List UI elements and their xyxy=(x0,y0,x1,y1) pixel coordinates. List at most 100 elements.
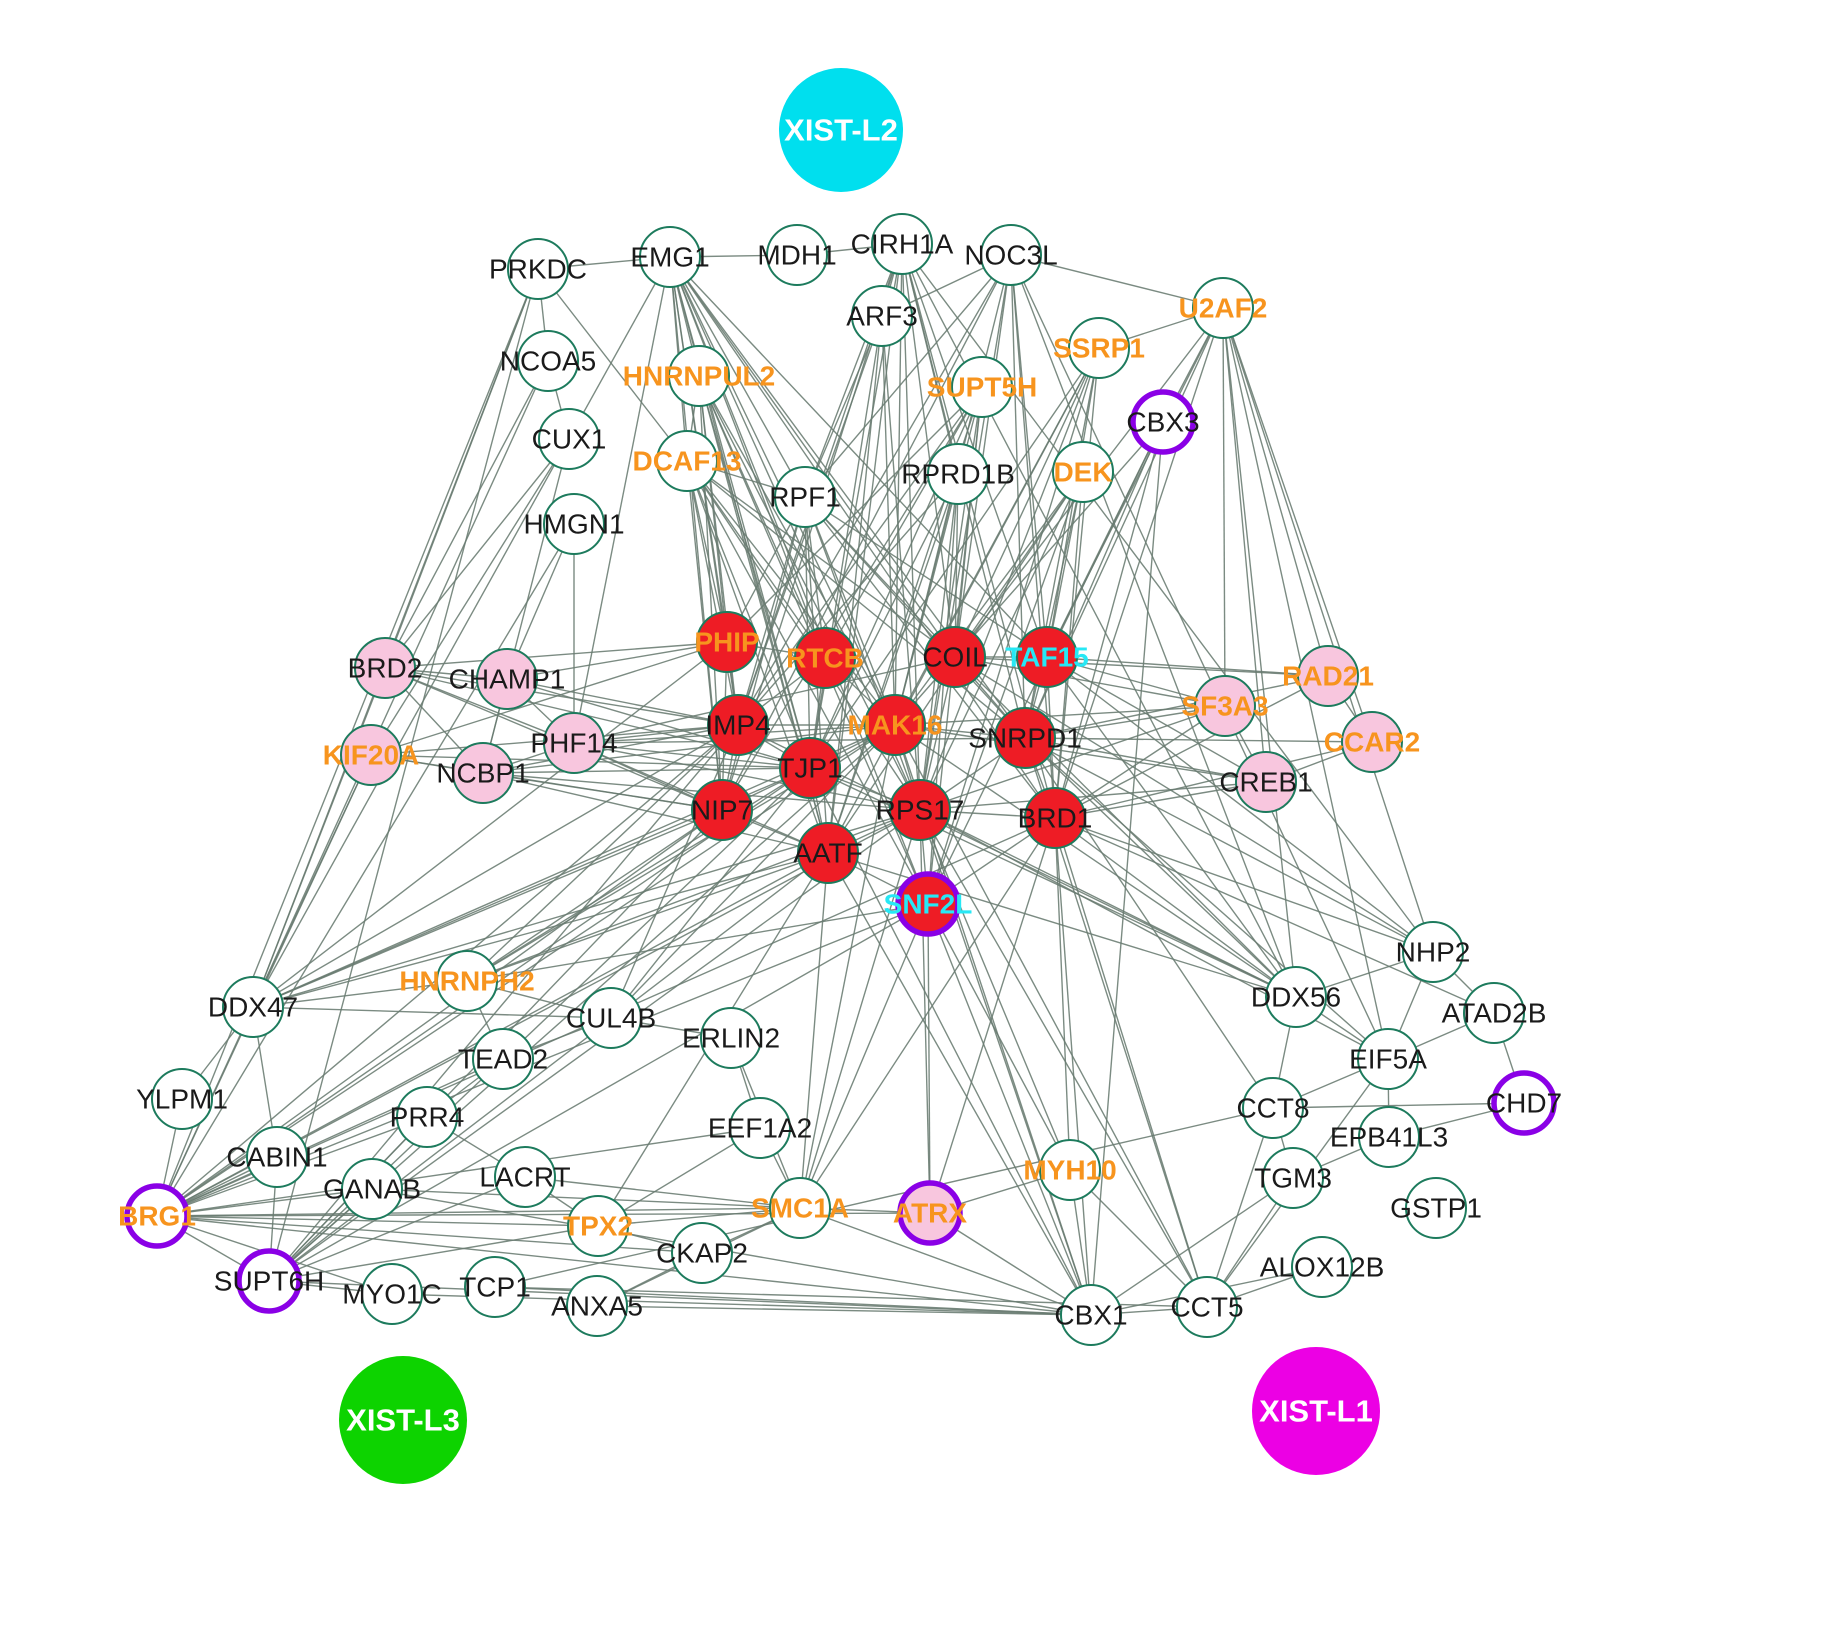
node-label-DDX47: DDX47 xyxy=(208,992,298,1023)
node-ARF3 xyxy=(851,285,913,347)
edge-HNRNPH2-TJP1 xyxy=(466,767,811,982)
edge-DEK-MAK16 xyxy=(894,471,1084,726)
node-label-EPB41L3: EPB41L3 xyxy=(1330,1122,1448,1153)
edge-ATRX-BRD1 xyxy=(929,817,1056,1214)
node-SUPT6H xyxy=(236,1248,302,1314)
node-label-EMG1: EMG1 xyxy=(630,242,709,273)
edge-CBX1-BRD1 xyxy=(1054,817,1092,1316)
edge-CBX3-CBX1 xyxy=(1090,421,1164,1316)
node-RAD21 xyxy=(1297,645,1359,707)
edge-CHAMP1-IMP4 xyxy=(506,678,739,726)
edge-CCAR2-SNRPD1 xyxy=(1024,737,1373,743)
edge-DEK-TAF15 xyxy=(1046,471,1084,658)
edge-KIF20A-PHIP xyxy=(370,641,728,756)
node-RPF1 xyxy=(774,466,836,528)
node-DDX47 xyxy=(222,976,284,1038)
edge-DDX56-AATF xyxy=(827,852,1297,998)
node-CIRH1A xyxy=(871,213,933,275)
node-label-ATRX: ATRX xyxy=(893,1198,967,1229)
node-label-DCAF13: DCAF13 xyxy=(633,446,742,477)
edge-CCT5-BRD1 xyxy=(1054,817,1208,1308)
edge-NCBP1-AATF xyxy=(482,772,829,854)
node-label-TCP1: TCP1 xyxy=(459,1272,531,1303)
edge-TPX2-BRG1 xyxy=(156,1215,599,1227)
node-label-CBX3: CBX3 xyxy=(1126,407,1199,438)
edge-EMG1-COIL xyxy=(669,256,956,658)
edge-EMG1-RPF1 xyxy=(669,256,806,498)
node-DDX56 xyxy=(1265,966,1327,1028)
node-label-BRG1: BRG1 xyxy=(118,1201,196,1232)
edge-DDX47-IMP4 xyxy=(252,724,739,1008)
node-label-CBX1: CBX1 xyxy=(1054,1300,1127,1331)
edge-U2AF2-NHP2 xyxy=(1222,307,1434,953)
node-label-PHF14: PHF14 xyxy=(530,728,617,759)
node-label-SMC1A: SMC1A xyxy=(751,1193,849,1224)
node-label-CKAP2: CKAP2 xyxy=(656,1238,748,1269)
edge-SF3A3-RPS17 xyxy=(919,705,1226,811)
node-label-SUPT5H: SUPT5H xyxy=(927,372,1037,403)
node-CKAP2 xyxy=(671,1222,733,1284)
node-label-HNRNPUL2: HNRNPUL2 xyxy=(623,361,775,392)
edge-HNRNPH2-SNF2L xyxy=(466,903,929,982)
node-PRR4 xyxy=(396,1086,458,1148)
edge-SMC1A-RPS17 xyxy=(799,809,921,1209)
node-CABIN1 xyxy=(246,1126,308,1188)
edge-NCBP1-MAK16 xyxy=(482,724,896,774)
edge-SMC1A-BRD1 xyxy=(799,817,1056,1209)
edge-CCT5-CCT8 xyxy=(1206,1107,1274,1308)
edge-EIF5A-SNRPD1 xyxy=(1024,737,1389,1060)
edge-DDX56-MAK16 xyxy=(894,724,1297,998)
node-ANXA5 xyxy=(566,1275,628,1337)
node-RPS17 xyxy=(889,779,951,841)
edge-DCAF13-MAK16 xyxy=(686,460,896,726)
node-label-TEAD2: TEAD2 xyxy=(458,1044,548,1075)
edge-PHF14-COIL xyxy=(573,656,956,744)
node-KIF20A xyxy=(340,724,402,786)
edge-EEF1A2-BRG1 xyxy=(156,1127,761,1217)
edge-NCOA5-BRD2 xyxy=(384,360,549,669)
edge-RPF1-SNRPD1 xyxy=(804,496,1026,739)
edge-LACRT-SMC1A xyxy=(524,1176,801,1209)
node-label-ANXA5: ANXA5 xyxy=(551,1291,643,1322)
edge-CREB1-TAF15 xyxy=(1046,656,1267,783)
node-label-TAF15: TAF15 xyxy=(1005,642,1089,673)
edge-NOC3L-IMP4 xyxy=(737,254,1012,726)
edge-CBX1-AATF xyxy=(827,852,1092,1316)
node-label-NCBP1: NCBP1 xyxy=(436,758,529,789)
edge-EMG1-DDX47 xyxy=(252,256,671,1008)
edge-DDX47-CUL4B xyxy=(252,1006,612,1019)
node-label-RPS17: RPS17 xyxy=(876,795,965,826)
node-label-MAK16: MAK16 xyxy=(848,710,943,741)
node-AATF xyxy=(797,822,859,884)
node-GANAB xyxy=(341,1158,403,1220)
edge-NOC3L-RPS17 xyxy=(919,254,1012,811)
edge-CUL4B-MAK16 xyxy=(610,724,896,1019)
edge-SUPT5H-RTCB xyxy=(824,386,983,659)
node-TPX2 xyxy=(567,1195,629,1257)
node-label-CIRH1A: CIRH1A xyxy=(851,229,954,260)
node-TEAD2 xyxy=(472,1028,534,1090)
node-XIST-L2 xyxy=(779,68,903,192)
edge-HNRNPUL2-TJP1 xyxy=(698,375,811,769)
edge-SSRP1-BRD1 xyxy=(1054,347,1100,819)
edge-NHP2-SNRPD1 xyxy=(1024,737,1434,953)
node-EEF1A2 xyxy=(729,1097,791,1159)
node-DEK xyxy=(1052,441,1114,503)
edge-RPRD1B-TJP1 xyxy=(809,473,959,769)
edge-SSRP1-TJP1 xyxy=(809,347,1100,769)
node-label-SNRPD1: SNRPD1 xyxy=(968,723,1082,754)
edge-U2AF2-RAD21 xyxy=(1222,307,1329,677)
node-label-MDH1: MDH1 xyxy=(757,240,836,271)
edge-CCT5-RPS17 xyxy=(919,809,1208,1308)
edge-TCP1-CCT8 xyxy=(494,1107,1274,1288)
node-label-GSTP1: GSTP1 xyxy=(1390,1193,1482,1224)
node-NOC3L xyxy=(980,224,1042,286)
node-label-IMP4: IMP4 xyxy=(705,710,770,741)
edge-CREB1-SNRPD1 xyxy=(1024,737,1267,783)
edge-SNF2L-SMC1A xyxy=(799,903,929,1209)
node-IMP4 xyxy=(707,694,769,756)
edge-RAD21-TAF15 xyxy=(1046,656,1329,677)
edge-CUL4B-TJP1 xyxy=(610,767,811,1019)
edge-RPRD1B-IMP4 xyxy=(737,473,959,726)
